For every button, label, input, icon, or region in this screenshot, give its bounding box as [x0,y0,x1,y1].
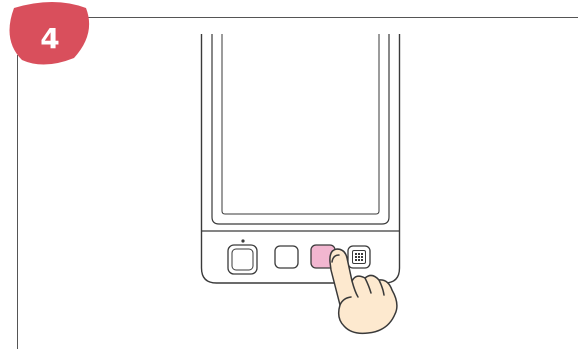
device-outline [200,34,401,284]
knuckle-line-2 [364,277,372,294]
step-badge-shape [9,2,90,65]
screen-display [221,34,380,215]
hand-shape [329,248,398,335]
power-button[interactable] [227,244,258,275]
pointing-hand-icon [329,248,398,335]
thumb-line [339,296,352,306]
device-screen [211,34,390,225]
knuckle-line-1 [351,280,359,298]
step-number: 4 [40,22,59,55]
knuckle-line-3 [378,279,385,296]
fingernail [331,254,340,263]
screen-bezel-outer [211,34,390,225]
grid-icon [352,250,366,264]
power-indicator-dot [241,239,245,243]
step-badge: 4 [9,2,90,65]
power-button-inner [231,248,254,271]
device [200,34,401,284]
left-button[interactable] [274,245,299,269]
device-buttons [227,239,371,275]
